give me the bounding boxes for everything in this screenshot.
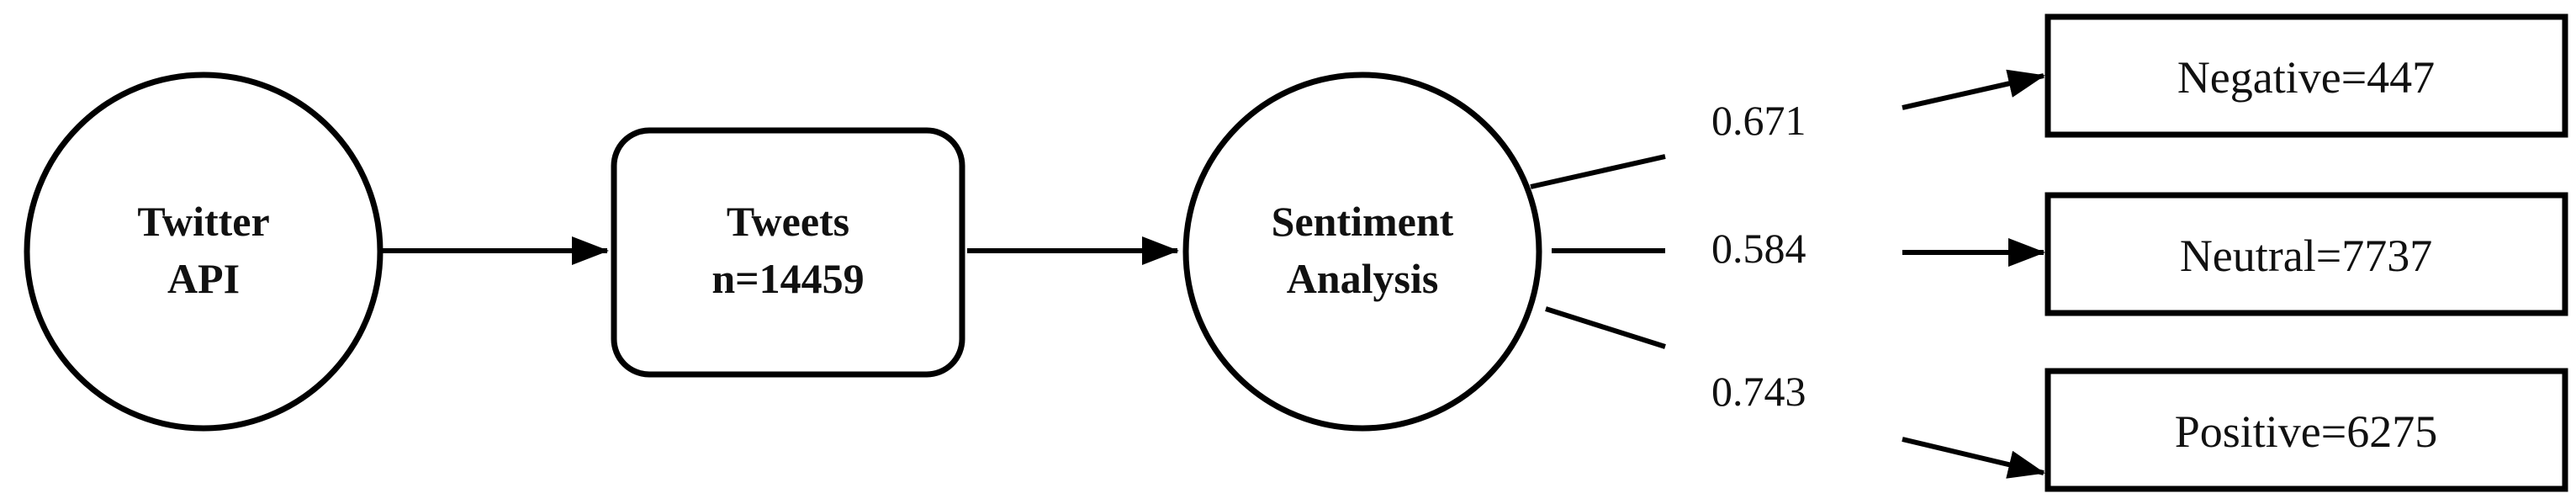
positive-score: 0.743 [1711, 368, 1806, 415]
twitter-api-node: Twitter API [24, 72, 383, 432]
sentiment-analysis-label-line1: Sentiment [1272, 198, 1454, 245]
tweets-label-line1: Tweets [727, 198, 849, 245]
negative-score: 0.671 [1711, 97, 1806, 144]
edge-to-negative [1902, 69, 2045, 110]
tweets-node: Tweets n=14459 [611, 127, 965, 378]
twitter-api-label-line2: API [167, 255, 240, 302]
sentiment-analysis-node: Sentiment Analysis [1182, 72, 1542, 432]
edge-to-positive [1902, 437, 2045, 479]
tweets-label-line2: n=14459 [711, 255, 864, 302]
positive-output-label: Positive=6275 [2175, 406, 2437, 457]
neutral-score: 0.584 [1711, 225, 1806, 272]
negative-output-box: Negative=447 [2044, 13, 2568, 138]
twitter-api-label-line1: Twitter [137, 198, 269, 245]
edge-sentiment-to-positive-score [1545, 306, 1666, 349]
neutral-output-box: Neutral=7737 [2044, 192, 2568, 316]
positive-output-box: Positive=6275 [2044, 368, 2568, 492]
sentiment-analysis-label-line2: Analysis [1287, 255, 1439, 302]
negative-output-label: Negative=447 [2177, 52, 2435, 103]
neutral-output-label: Neutral=7737 [2180, 231, 2432, 281]
edge-sentiment-to-negative-score [1530, 154, 1666, 189]
